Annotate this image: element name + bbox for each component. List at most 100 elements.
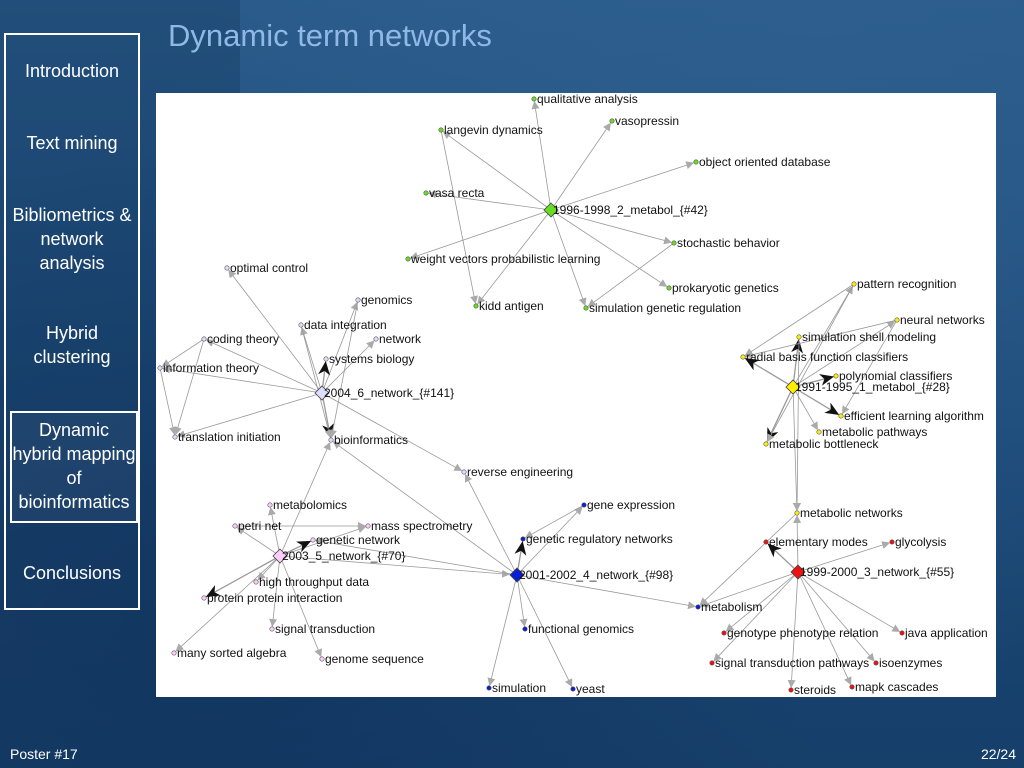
- term-node[interactable]: [319, 656, 325, 662]
- network-edge: [328, 299, 359, 439]
- network-edge: [409, 209, 552, 260]
- nav-item-hybrid-clustering[interactable]: Hybrid clustering: [33, 323, 111, 367]
- term-node[interactable]: [788, 687, 794, 693]
- term-node[interactable]: [581, 502, 587, 508]
- term-node[interactable]: [570, 686, 576, 692]
- term-node[interactable]: [873, 660, 879, 666]
- term-node[interactable]: [355, 297, 361, 303]
- network-edge: [440, 129, 478, 305]
- cluster-node[interactable]: [790, 564, 806, 580]
- term-node[interactable]: [365, 523, 371, 529]
- term-node[interactable]: [253, 579, 259, 585]
- term-node[interactable]: [328, 437, 334, 443]
- term-label: glycolysis: [895, 535, 946, 549]
- network-edge: [797, 541, 891, 573]
- cluster-node[interactable]: [509, 567, 525, 583]
- term-node[interactable]: [816, 429, 822, 435]
- network-edge: [314, 537, 518, 576]
- term-node[interactable]: [583, 305, 589, 311]
- term-label: metabolic bottleneck: [769, 437, 879, 451]
- term-label: information theory: [163, 361, 259, 375]
- term-node[interactable]: [438, 127, 444, 133]
- term-node[interactable]: [171, 650, 177, 656]
- nav-item-dynamic-hybrid-mapping[interactable]: Dynamic hybrid mapping of bioinformatics: [10, 411, 138, 523]
- term-label: reverse engineering: [467, 465, 573, 479]
- term-node[interactable]: [423, 190, 429, 196]
- term-node[interactable]: [520, 536, 526, 542]
- cluster-node[interactable]: [543, 202, 559, 218]
- term-node[interactable]: [894, 317, 900, 323]
- network-edge: [792, 386, 818, 431]
- term-node[interactable]: [833, 373, 839, 379]
- term-node[interactable]: [461, 469, 467, 475]
- term-node[interactable]: [899, 630, 905, 636]
- term-node[interactable]: [838, 413, 844, 419]
- term-label: signal transduction pathways: [715, 656, 869, 670]
- network-edge: [550, 161, 695, 211]
- term-node[interactable]: [172, 434, 178, 440]
- network-edge: [516, 574, 528, 628]
- term-label: steroids: [794, 683, 836, 697]
- nav-item-bibliometrics[interactable]: Bibliometrics & network analysis: [12, 205, 132, 273]
- poster-label: Poster #17: [10, 746, 78, 762]
- term-label: stochastic behavior: [677, 236, 780, 250]
- term-node[interactable]: [740, 354, 746, 360]
- term-node[interactable]: [405, 256, 411, 262]
- term-label: object oriented database: [699, 155, 831, 169]
- term-node[interactable]: [267, 502, 273, 508]
- term-node[interactable]: [486, 685, 492, 691]
- term-node[interactable]: [310, 537, 316, 543]
- network-svg: qualitative analysisvasopressinlangevin …: [157, 93, 988, 697]
- term-node[interactable]: [693, 159, 699, 165]
- network-edge: [321, 340, 375, 394]
- nav-item-text-mining[interactable]: Text mining: [26, 133, 118, 153]
- network-edge: [279, 555, 322, 658]
- term-label: metabolic networks: [800, 506, 903, 520]
- network-edge: [487, 574, 518, 687]
- term-node[interactable]: [763, 441, 769, 447]
- term-node[interactable]: [522, 626, 528, 632]
- term-label: mass spectrometry: [371, 519, 472, 533]
- network-edge: [279, 555, 511, 578]
- term-node[interactable]: [232, 523, 238, 529]
- term-label: prokaryotic genetics: [672, 281, 779, 295]
- term-node[interactable]: [794, 510, 800, 516]
- network-edge: [744, 283, 855, 356]
- cluster-node[interactable]: [785, 379, 801, 395]
- term-node[interactable]: [531, 96, 537, 102]
- term-node[interactable]: [269, 626, 275, 632]
- term-node[interactable]: [796, 334, 802, 340]
- term-label: network: [379, 332, 422, 346]
- term-node[interactable]: [298, 322, 304, 328]
- term-node[interactable]: [889, 539, 895, 545]
- network-edge: [205, 555, 281, 598]
- term-node[interactable]: [849, 684, 855, 690]
- term-node[interactable]: [763, 539, 769, 545]
- term-node[interactable]: [695, 604, 701, 610]
- term-node[interactable]: [851, 281, 857, 287]
- term-node[interactable]: [201, 595, 207, 601]
- term-node[interactable]: [157, 365, 163, 371]
- term-node[interactable]: [473, 303, 479, 309]
- cluster-node[interactable]: [272, 548, 288, 564]
- sidebar-navigation: Introduction Text mining Bibliometrics &…: [4, 33, 140, 610]
- nav-item-introduction[interactable]: Introduction: [24, 61, 120, 81]
- term-node[interactable]: [666, 285, 672, 291]
- term-label: efficient learning algorithm: [844, 409, 984, 423]
- term-label: langevin dynamics: [444, 123, 543, 137]
- term-node[interactable]: [609, 118, 615, 124]
- term-node[interactable]: [721, 630, 727, 636]
- term-node[interactable]: [224, 265, 230, 271]
- term-label: bioinformatics: [334, 433, 408, 447]
- term-node[interactable]: [709, 660, 715, 666]
- network-edge: [797, 571, 852, 686]
- term-node[interactable]: [373, 336, 379, 342]
- network-edge: [332, 441, 518, 576]
- network-edge: [257, 555, 281, 581]
- term-node[interactable]: [671, 240, 677, 246]
- nav-item-conclusions[interactable]: Conclusions: [22, 563, 122, 583]
- cluster-node[interactable]: [314, 385, 330, 401]
- term-node[interactable]: [201, 336, 207, 342]
- term-node[interactable]: [323, 356, 329, 362]
